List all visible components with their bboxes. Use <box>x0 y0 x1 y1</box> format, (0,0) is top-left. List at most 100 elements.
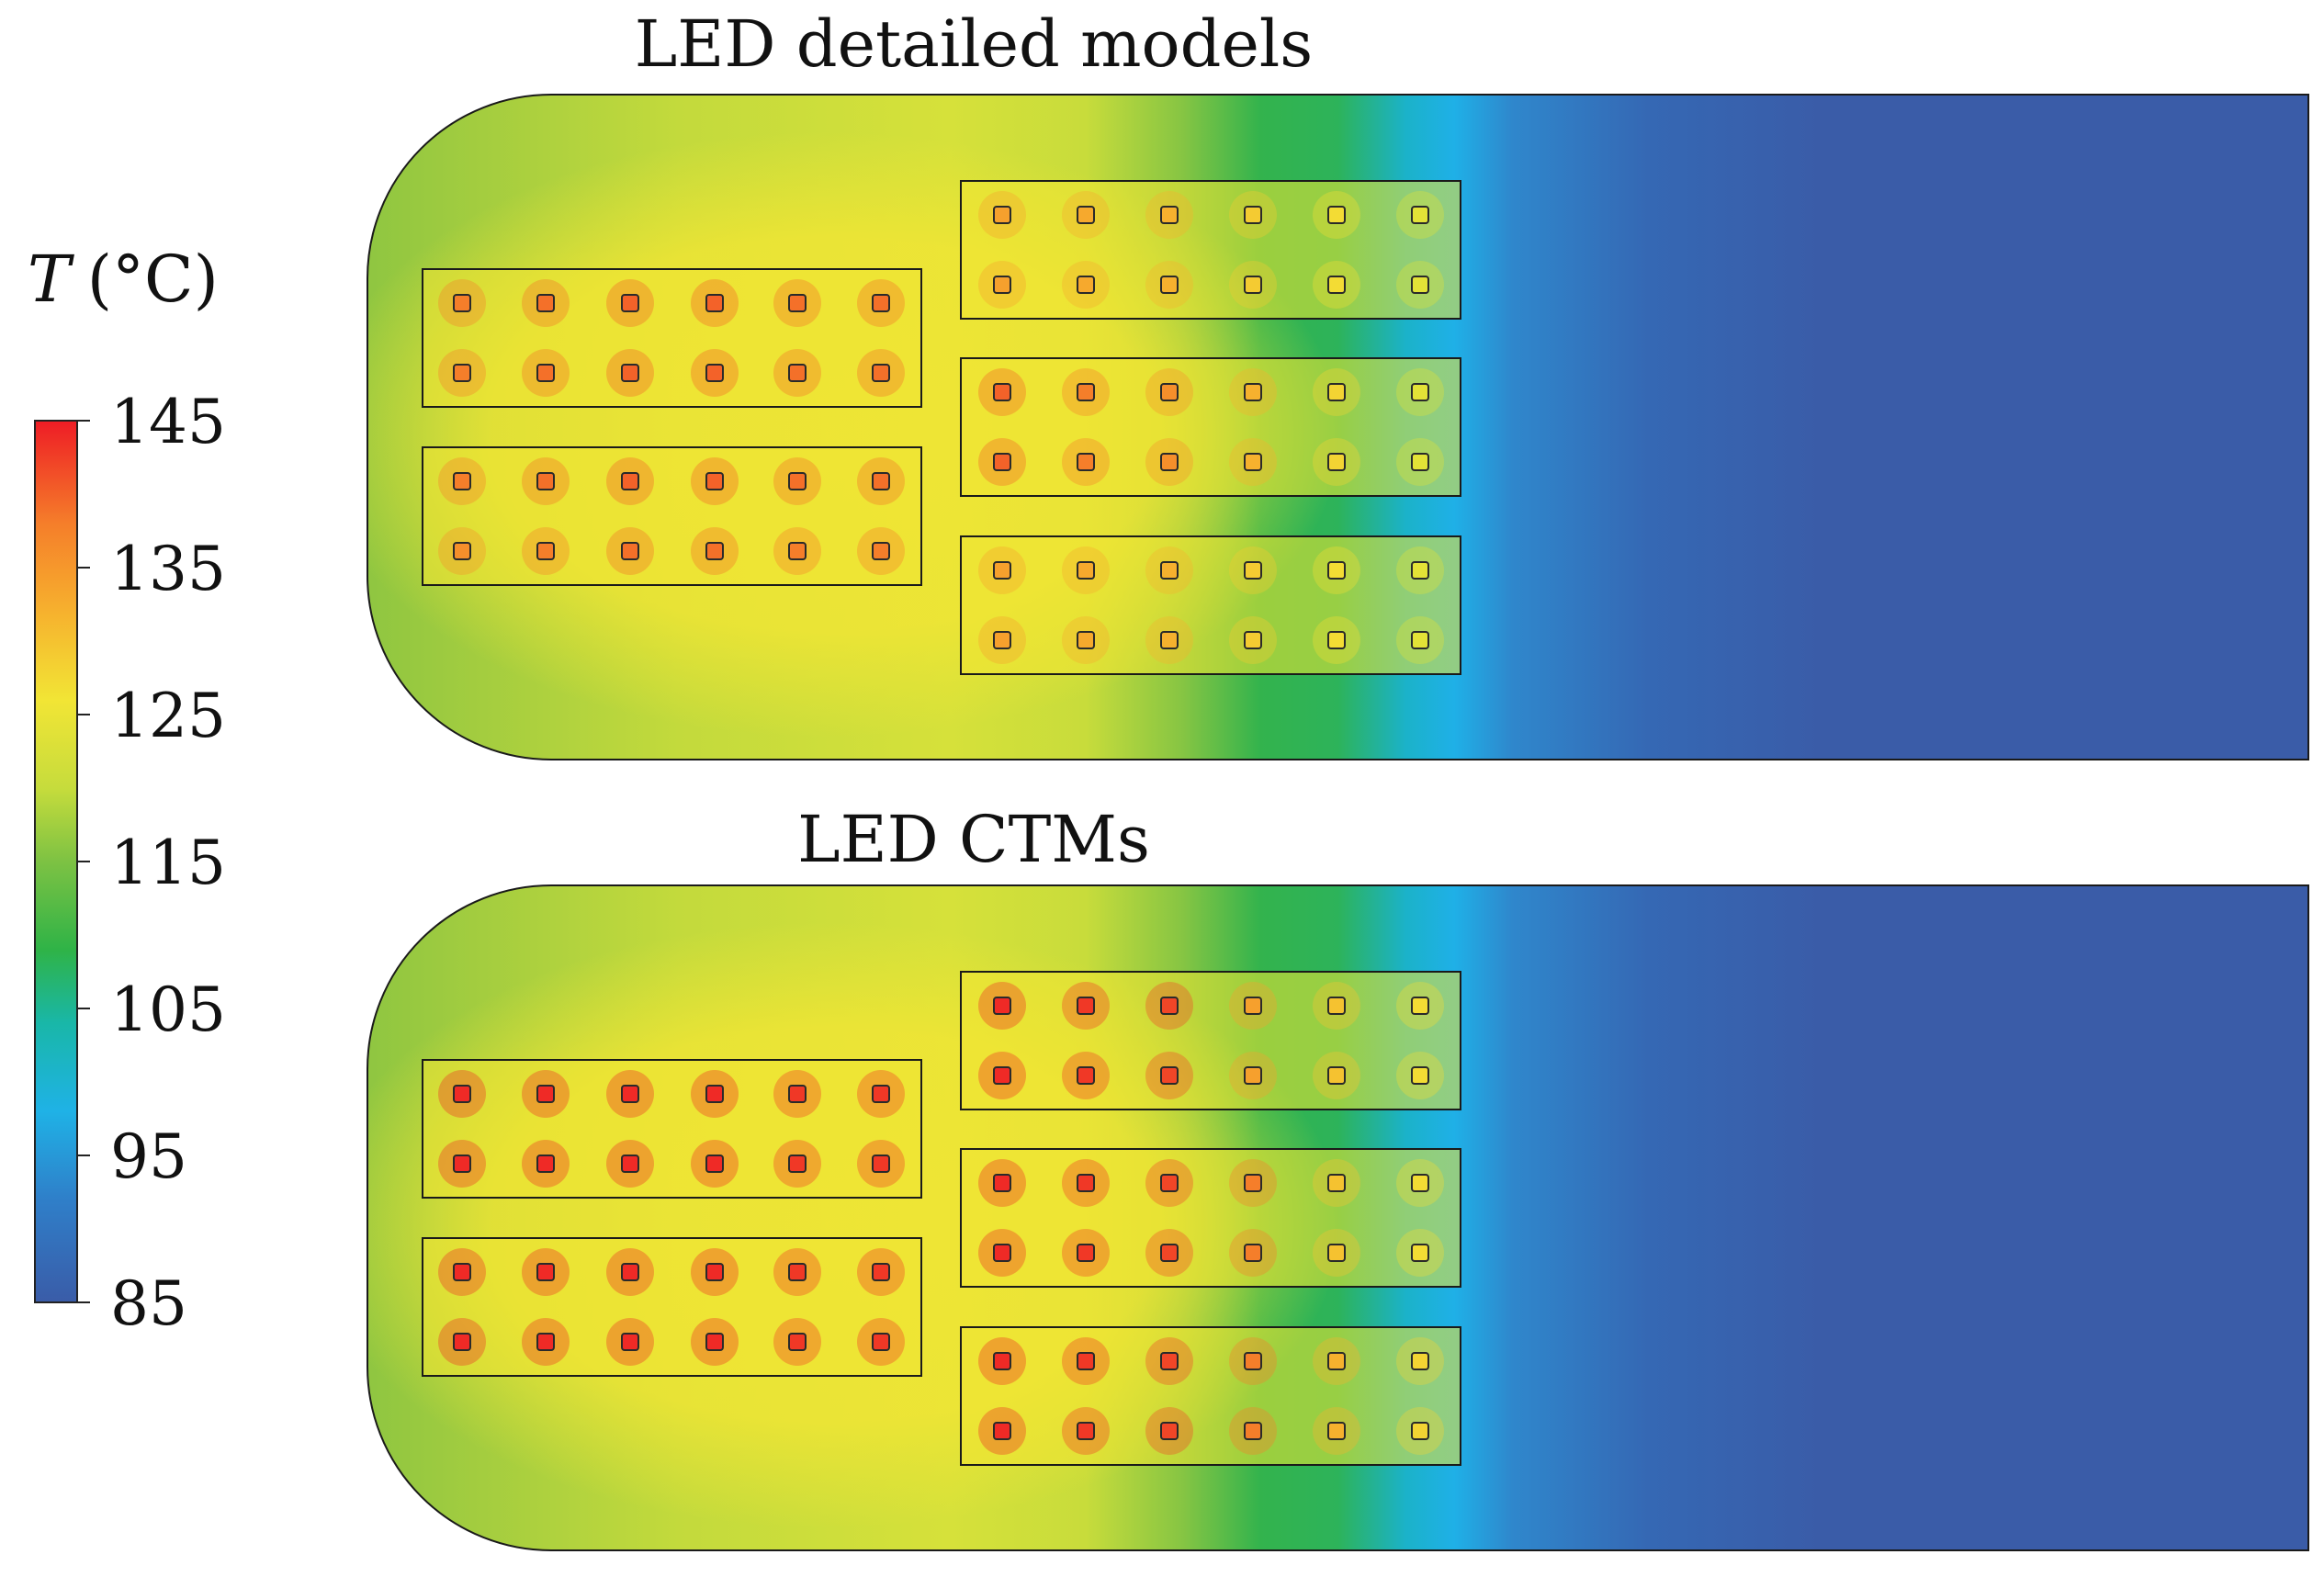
led-chip <box>872 472 890 490</box>
led-chip <box>993 1422 1011 1440</box>
led-chip <box>1077 1244 1095 1262</box>
led-group <box>422 446 922 586</box>
panel-title-detailed-models: LED detailed models <box>635 6 1313 82</box>
led-board <box>960 1148 1461 1288</box>
led-chip <box>1244 561 1262 580</box>
led-chip <box>536 472 555 490</box>
led-chip <box>993 997 1011 1015</box>
led-chip <box>993 276 1011 294</box>
colorbar-bar <box>34 420 78 1303</box>
led-chip <box>1244 453 1262 471</box>
led-board <box>960 1326 1461 1466</box>
led-chip <box>1411 1422 1429 1440</box>
led-chip <box>705 1333 724 1351</box>
led-chip <box>536 542 555 560</box>
led-chip <box>872 1155 890 1173</box>
led-chip <box>993 1244 1011 1262</box>
led-chip <box>993 383 1011 401</box>
led-chip <box>1411 1066 1429 1085</box>
led-chip <box>1160 997 1179 1015</box>
led-chip <box>872 1263 890 1281</box>
led-chip <box>621 1333 639 1351</box>
led-chip <box>1411 631 1429 649</box>
led-chip <box>453 1155 471 1173</box>
led-chip <box>1160 383 1179 401</box>
led-chip <box>1411 1352 1429 1370</box>
panel-detailed-models: LED detailed models <box>367 6 2309 760</box>
led-chip <box>1077 997 1095 1015</box>
led-board <box>960 971 1461 1110</box>
led-chip <box>993 1174 1011 1192</box>
led-chip <box>1077 276 1095 294</box>
led-chip <box>1411 997 1429 1015</box>
led-chip <box>1327 1244 1346 1262</box>
led-group <box>422 268 922 408</box>
led-chip <box>1411 383 1429 401</box>
led-chip <box>453 472 471 490</box>
led-chip <box>453 542 471 560</box>
led-chip <box>705 1155 724 1173</box>
led-chip <box>453 294 471 312</box>
led-chip <box>1411 206 1429 224</box>
led-chip <box>1411 1244 1429 1262</box>
led-chip <box>705 472 724 490</box>
led-chip <box>872 364 890 382</box>
led-chip <box>621 542 639 560</box>
colorbar-tick-label: 85 <box>110 1268 187 1339</box>
led-group <box>960 180 1461 320</box>
led-chip <box>536 1085 555 1103</box>
led-chip <box>993 453 1011 471</box>
led-group <box>422 1237 922 1377</box>
led-chip <box>705 1085 724 1103</box>
led-chip <box>1077 206 1095 224</box>
led-chip <box>788 1263 807 1281</box>
led-board <box>960 357 1461 497</box>
led-chip <box>536 1263 555 1281</box>
led-chip <box>1411 1174 1429 1192</box>
led-chip <box>1244 1066 1262 1085</box>
led-group <box>960 971 1461 1110</box>
led-chip <box>1160 1352 1179 1370</box>
led-chip <box>536 364 555 382</box>
led-chip <box>1327 561 1346 580</box>
led-chip <box>621 472 639 490</box>
led-chip <box>536 294 555 312</box>
led-chip <box>993 631 1011 649</box>
led-chip <box>1327 383 1346 401</box>
colorbar-tick-label: 135 <box>110 534 226 604</box>
led-chip <box>1327 631 1346 649</box>
led-chip <box>1160 1174 1179 1192</box>
led-chip <box>1160 1066 1179 1085</box>
led-chip <box>621 294 639 312</box>
led-chip <box>788 542 807 560</box>
led-chip <box>705 542 724 560</box>
led-chip <box>1160 453 1179 471</box>
led-board <box>960 535 1461 675</box>
led-chip <box>1077 631 1095 649</box>
led-board <box>960 180 1461 320</box>
led-chip <box>1160 276 1179 294</box>
led-chip <box>788 1155 807 1173</box>
led-chip <box>872 1085 890 1103</box>
led-chip <box>1077 561 1095 580</box>
led-chip <box>1077 453 1095 471</box>
colorbar-title: T(°C) <box>28 242 219 317</box>
colorbar-tick-label: 145 <box>110 387 226 457</box>
led-chip <box>1411 276 1429 294</box>
panel-outline <box>367 884 2309 1551</box>
led-chip <box>1077 1422 1095 1440</box>
colorbar-tick-label: 105 <box>110 974 226 1045</box>
led-chip <box>453 1263 471 1281</box>
led-chip <box>1077 1352 1095 1370</box>
led-chip <box>1411 453 1429 471</box>
led-board <box>422 446 922 586</box>
led-chip <box>1327 1352 1346 1370</box>
led-group <box>960 1326 1461 1466</box>
led-board <box>422 1059 922 1199</box>
panel-ctms: LED CTMs <box>367 802 2309 1551</box>
led-chip <box>705 1263 724 1281</box>
